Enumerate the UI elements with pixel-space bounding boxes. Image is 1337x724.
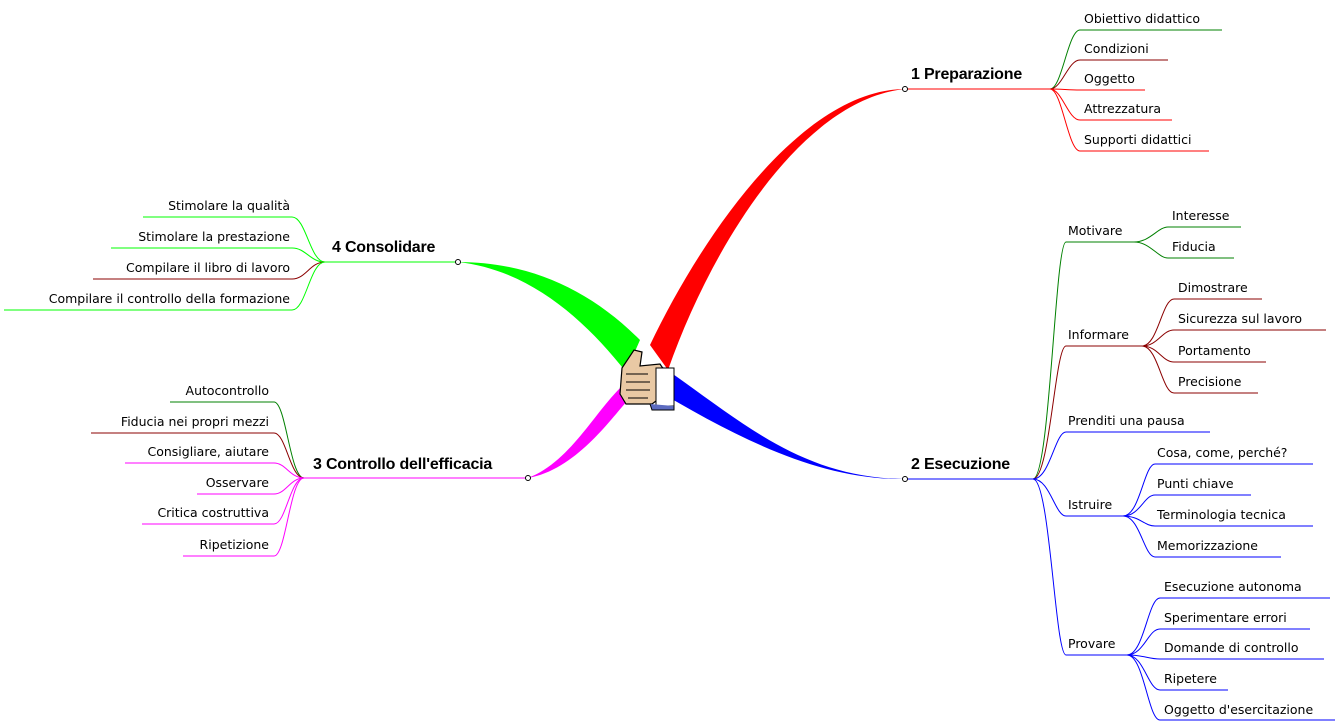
esecuzione-subnode-motivare[interactable]: Motivare — [1068, 223, 1123, 238]
preparazione-item[interactable]: Obiettivo didattico — [1084, 11, 1201, 26]
esecuzione-subnode-provare[interactable]: Provare — [1068, 636, 1116, 651]
branch-esecuzione-ribbon — [648, 365, 905, 480]
connector-dot — [525, 475, 531, 481]
controllo-item[interactable]: Fiducia nei propri mezzi — [120, 414, 269, 429]
istruire-item[interactable]: Terminologia tecnica — [1157, 507, 1286, 522]
connector-dot — [902, 86, 908, 92]
branch-esecuzione-title[interactable]: 2 Esecuzione — [911, 456, 1010, 473]
consolidare-item[interactable]: Compilare il libro di lavoro — [126, 260, 290, 275]
connector-dot — [902, 476, 908, 482]
preparazione-item[interactable]: Supporti didattici — [1084, 132, 1192, 147]
consolidare-item[interactable]: Stimolare la qualità — [168, 198, 290, 213]
provare-item[interactable]: Domande di controllo — [1164, 640, 1299, 655]
controllo-item[interactable]: Autocontrollo — [185, 383, 269, 398]
branch-consolidare-ribbon — [458, 262, 640, 372]
controllo-item[interactable]: Ripetizione — [199, 537, 269, 552]
istruire-item[interactable]: Punti chiave — [1157, 476, 1234, 491]
motivare-item[interactable]: Interesse — [1172, 208, 1230, 223]
preparazione-item[interactable]: Condizioni — [1084, 41, 1149, 56]
branch-preparazione-title[interactable]: 1 Preparazione — [911, 66, 1023, 83]
istruire-item[interactable]: Memorizzazione — [1157, 538, 1258, 553]
informare-item[interactable]: Precisione — [1178, 374, 1242, 389]
istruire-item[interactable]: Cosa, come, perché? — [1157, 445, 1288, 460]
informare-item[interactable]: Portamento — [1178, 343, 1251, 358]
preparazione-item[interactable]: Oggetto — [1084, 71, 1135, 86]
controllo-item[interactable]: Consigliare, aiutare — [147, 444, 270, 459]
consolidare-item[interactable]: Stimolare la prestazione — [138, 229, 290, 244]
consolidare-item[interactable]: Compilare il controllo della formazione — [48, 291, 290, 306]
provare-item[interactable]: Sperimentare errori — [1164, 610, 1287, 625]
esecuzione-subnode-istruire[interactable]: Istruire — [1068, 497, 1113, 512]
informare-item[interactable]: Sicurezza sul lavoro — [1178, 311, 1303, 326]
controllo-item[interactable]: Critica costruttiva — [157, 505, 269, 520]
preparazione-item[interactable]: Attrezzatura — [1084, 101, 1162, 116]
provare-item[interactable]: Esecuzione autonoma — [1164, 579, 1302, 594]
controllo-item[interactable]: Osservare — [205, 475, 269, 490]
branch-controllo-title[interactable]: 3 Controllo dell'efficacia — [313, 456, 493, 473]
esecuzione-subnode-informare[interactable]: Informare — [1068, 327, 1129, 342]
esecuzione-subnode-pausa[interactable]: Prenditi una pausa — [1068, 413, 1185, 428]
provare-item[interactable]: Oggetto d'esercitazione — [1164, 702, 1314, 717]
informare-item[interactable]: Dimostrare — [1178, 280, 1248, 295]
connector-dot — [455, 259, 461, 265]
branch-consolidare-title[interactable]: 4 Consolidare — [332, 239, 436, 256]
motivare-item[interactable]: Fiducia — [1172, 239, 1216, 254]
thumbs-up-hand-icon — [619, 349, 675, 411]
provare-item[interactable]: Ripetere — [1164, 671, 1217, 686]
branch-preparazione-ribbon — [650, 89, 905, 370]
